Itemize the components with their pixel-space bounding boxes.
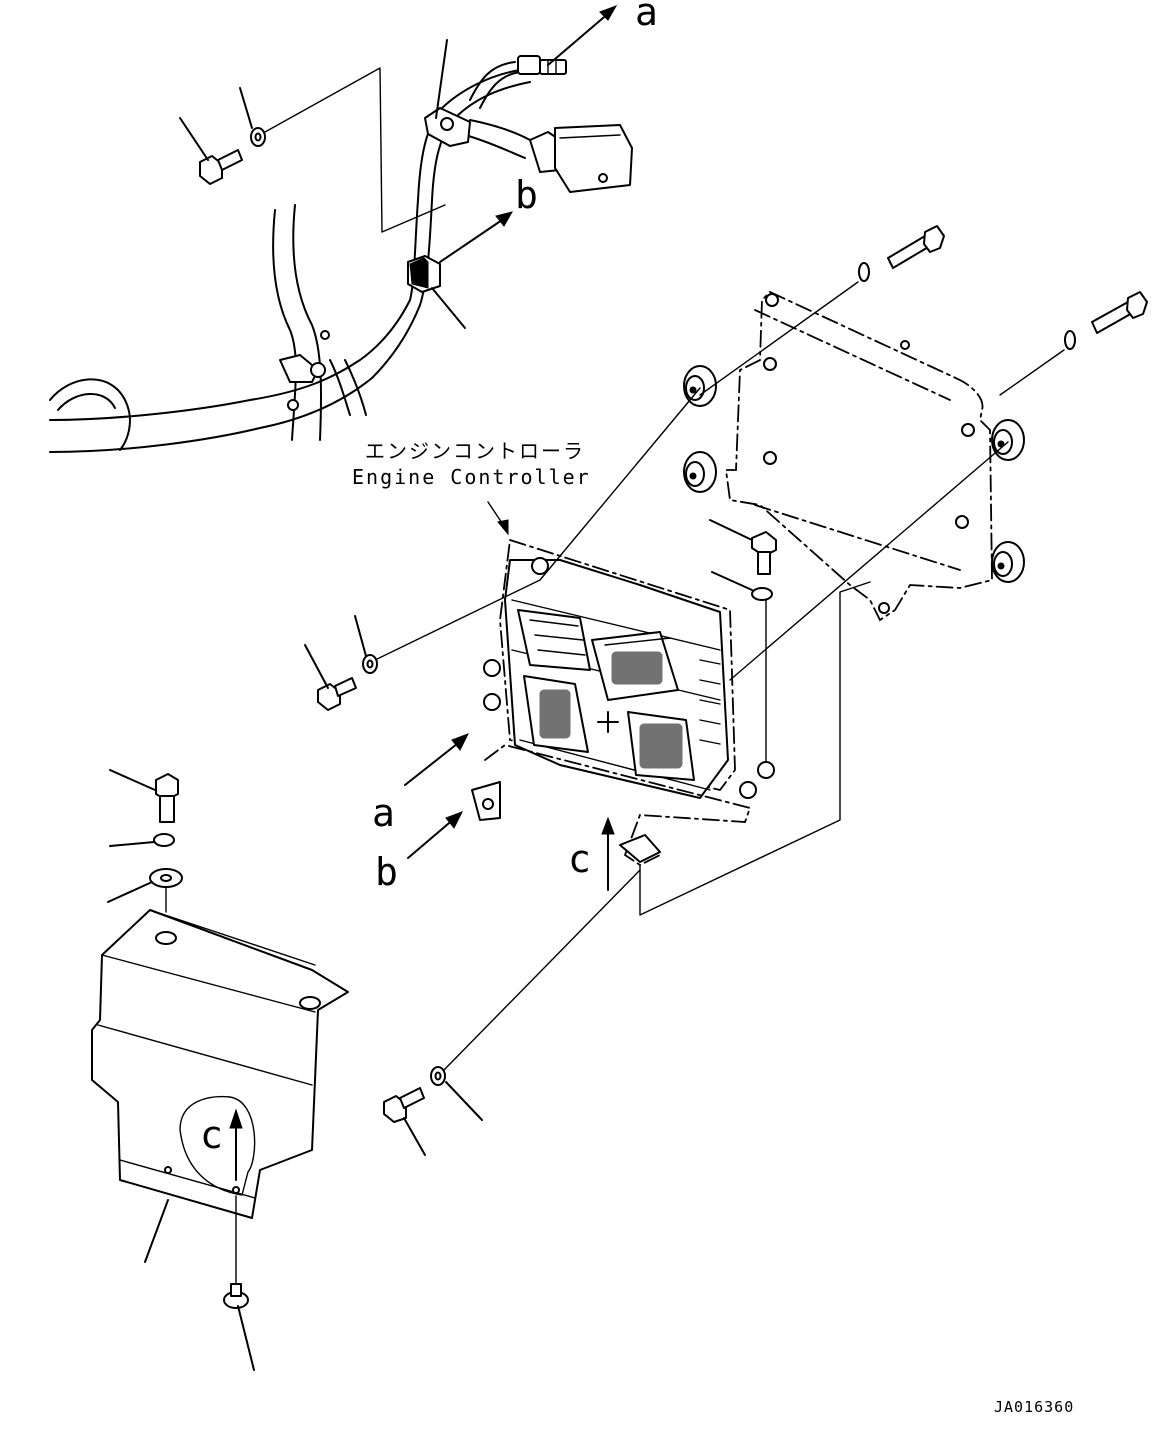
protective-cover bbox=[91, 909, 349, 1263]
washer-icon bbox=[858, 262, 870, 282]
ref-label-b-top: b bbox=[515, 173, 538, 217]
arrow-icon bbox=[229, 1108, 243, 1181]
washer-icon bbox=[711, 571, 773, 601]
rubber-mount-icon bbox=[991, 541, 1025, 583]
mounting-bracket bbox=[683, 290, 1025, 622]
ref-label-b-mid: b bbox=[375, 850, 398, 894]
bolt-icon bbox=[109, 769, 179, 823]
washer-icon bbox=[239, 87, 266, 147]
controller-connector-icon bbox=[591, 631, 679, 701]
washer-icon bbox=[107, 868, 183, 903]
clamp-icon bbox=[424, 39, 471, 147]
controller-connector-icon bbox=[523, 675, 589, 753]
arrow-icon bbox=[407, 811, 464, 859]
controller-connector-icon bbox=[517, 609, 591, 671]
washer-icon bbox=[1064, 330, 1076, 350]
harness-connector-icon bbox=[529, 124, 633, 193]
bolt-icon bbox=[304, 644, 357, 711]
arrow-icon bbox=[601, 816, 615, 891]
drawing-code: JA016360 bbox=[994, 1398, 1074, 1416]
controller-bracket bbox=[471, 744, 752, 867]
arrow-icon bbox=[439, 211, 514, 263]
bolt-icon bbox=[1091, 291, 1148, 334]
bolt-icon bbox=[383, 1087, 426, 1156]
ref-label-c-cover: c bbox=[200, 1113, 223, 1157]
washer-icon bbox=[109, 833, 175, 847]
controller-connector-icon bbox=[627, 711, 695, 781]
sensor-plug-icon bbox=[517, 55, 567, 75]
rubber-mount-icon bbox=[991, 419, 1025, 461]
bolt-icon bbox=[887, 225, 945, 269]
rubber-mount-icon bbox=[683, 451, 717, 493]
caption-engine-controller-jp: エンジンコントローラ bbox=[365, 439, 585, 463]
screw-icon bbox=[223, 1283, 255, 1371]
ref-label-a-mid: a bbox=[372, 791, 395, 835]
clamp-block-icon bbox=[407, 255, 466, 329]
engine-controller bbox=[483, 538, 775, 799]
ref-label-c-mid: c bbox=[568, 837, 591, 881]
washer-icon bbox=[430, 1066, 483, 1121]
bolt-icon bbox=[709, 519, 777, 575]
arrow-icon bbox=[547, 5, 618, 66]
arrow-icon bbox=[404, 733, 470, 786]
caption-engine-controller-en: Engine Controller bbox=[352, 465, 591, 489]
bolt-icon bbox=[179, 117, 243, 185]
harness-clip-icon bbox=[279, 330, 330, 411]
cover-stack bbox=[107, 769, 183, 913]
ref-label-a-top: a bbox=[635, 0, 658, 34]
rubber-mount-icon bbox=[683, 365, 717, 407]
washer-icon bbox=[354, 615, 378, 674]
